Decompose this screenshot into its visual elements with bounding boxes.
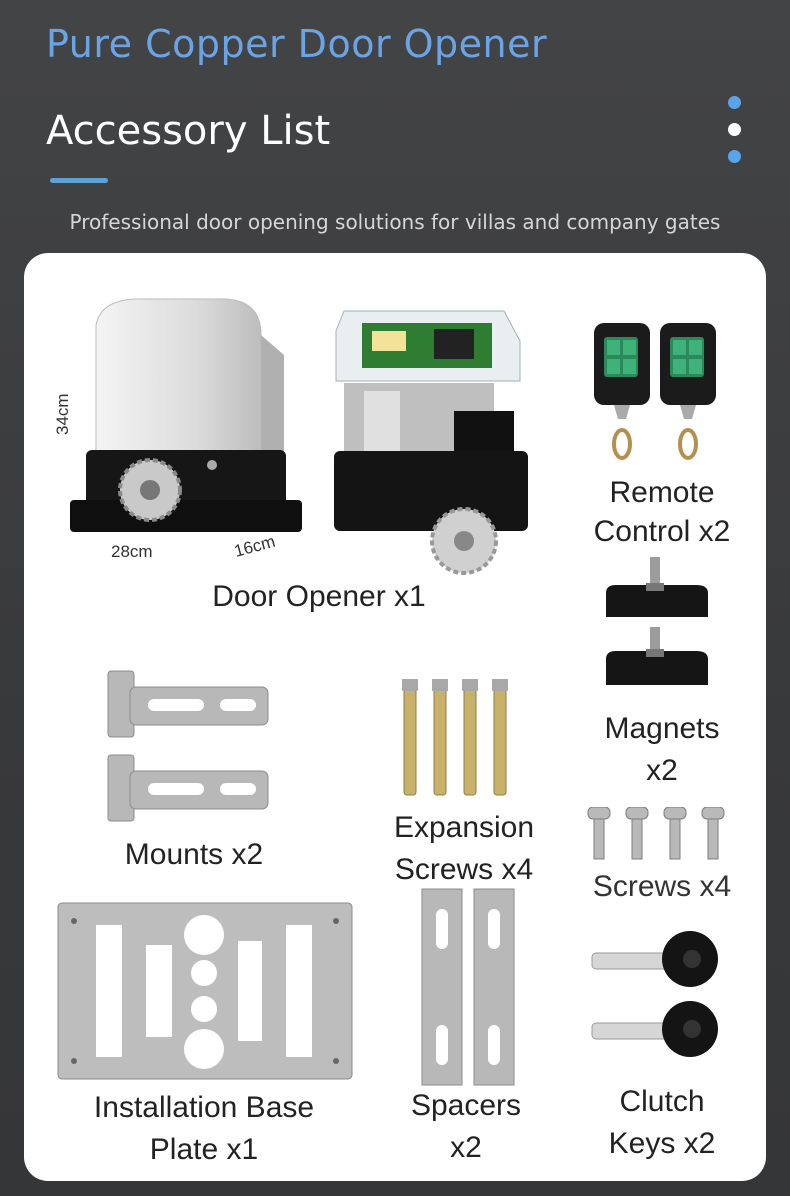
dot-icon	[728, 123, 741, 136]
screws-image	[587, 807, 725, 860]
brand-title: Pure Copper Door Opener	[46, 22, 548, 66]
dimension-depth: 16cm	[232, 532, 277, 561]
remote-control-label-line2: Control x2	[593, 515, 731, 548]
dimension-width: 28cm	[111, 542, 153, 561]
clutch-keys-label-line1: Clutch	[619, 1085, 705, 1118]
remote-control-label: Remote Control x2	[564, 473, 760, 551]
dimension-height: 34cm	[56, 393, 72, 435]
door-opener-label: Door Opener x1	[212, 580, 426, 613]
remote-control-image	[594, 323, 716, 460]
remote-control-label-line1: Remote	[609, 476, 715, 509]
expansion-screws-label: Expansion Screws x4	[364, 807, 564, 891]
expansion-screws-label-line1: Expansion	[393, 811, 535, 844]
installation-base-plate-label-line1: Installation Base	[93, 1091, 315, 1124]
magnets-label: Magnets x2	[564, 708, 760, 792]
section-title: Accessory List	[46, 108, 331, 154]
screws-label: Screws x4	[592, 870, 732, 903]
spacers-label-line1: Spacers	[410, 1089, 522, 1122]
installation-base-plate-label: Installation Base Plate x1	[54, 1087, 354, 1171]
dot-icon	[728, 96, 741, 109]
door-opener-covered-image: 34cm 28cm 16cm	[56, 298, 302, 561]
clutch-keys-image	[591, 931, 718, 1057]
mounts-label: Mounts x2	[124, 838, 264, 871]
clutch-keys-label: Clutch Keys x2	[564, 1081, 760, 1165]
spacers-label-line2: x2	[450, 1131, 482, 1164]
expansion-screws-label-line2: Screws x4	[394, 853, 534, 886]
title-underline	[50, 178, 108, 183]
mounts-image	[107, 670, 269, 822]
decorative-dots	[728, 96, 744, 177]
magnets-label-line2: x2	[646, 754, 678, 787]
magnets-label-line1: Magnets	[604, 712, 720, 745]
door-opener-open-image	[334, 310, 528, 575]
expansion-screws-image	[402, 679, 508, 796]
accessory-card: 34cm 28cm 16cm Door Opener x1	[24, 253, 766, 1181]
installation-base-plate-image	[57, 902, 353, 1080]
subtitle: Professional door opening solutions for …	[69, 210, 721, 234]
magnets-image	[606, 557, 708, 685]
dot-icon	[728, 150, 741, 163]
clutch-keys-label-line2: Keys x2	[608, 1127, 716, 1160]
spacers-label: Spacers x2	[386, 1085, 546, 1169]
spacers-image	[421, 888, 515, 1086]
installation-base-plate-label-line2: Plate x1	[149, 1133, 259, 1166]
